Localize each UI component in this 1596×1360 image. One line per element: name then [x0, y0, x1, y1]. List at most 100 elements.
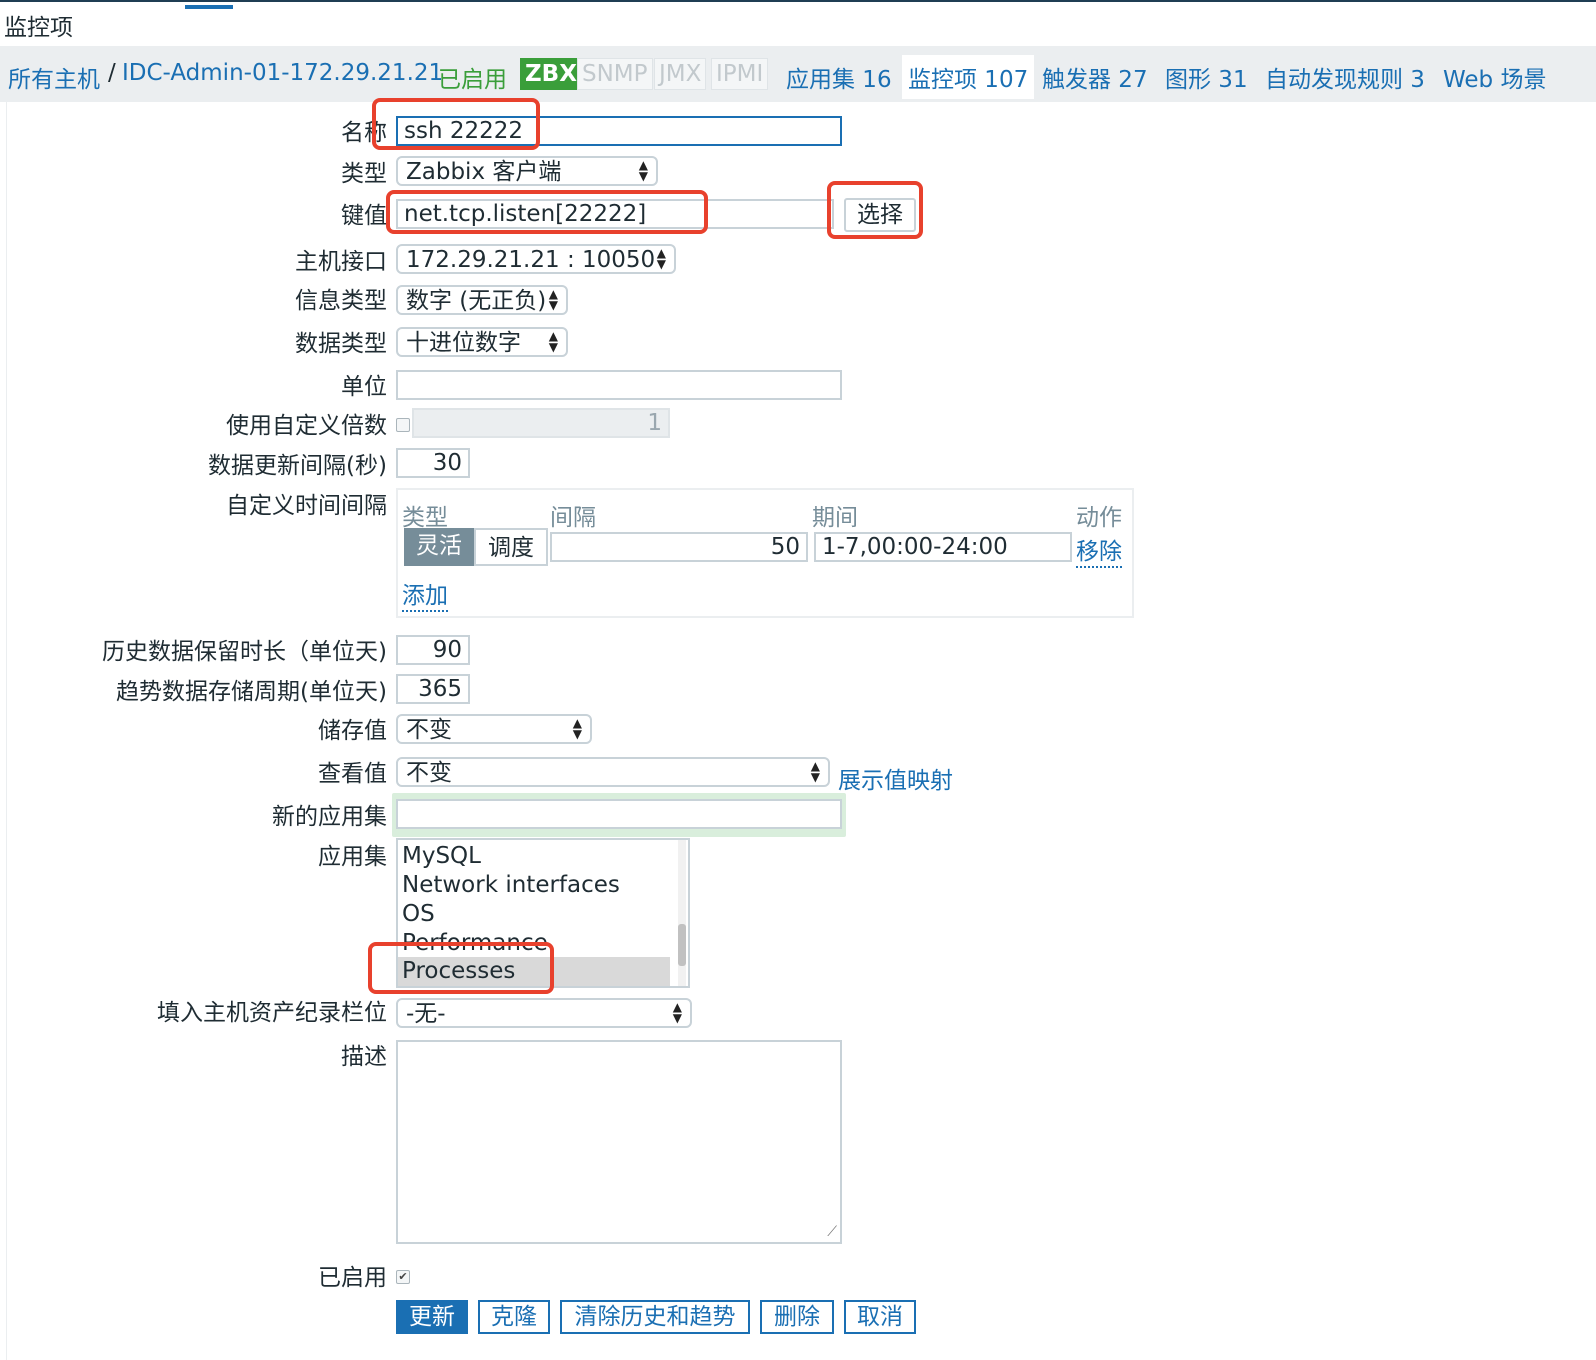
- col-type-header: 类型: [402, 505, 448, 531]
- update-interval-label: 数据更新间隔(秒): [208, 453, 387, 479]
- type-label: 类型: [341, 161, 387, 187]
- listbox-scroll-thumb[interactable]: [678, 924, 686, 966]
- key-label: 键值: [341, 203, 387, 229]
- select-arrows-icon: ▲▼: [572, 716, 582, 741]
- top-border: [0, 0, 1596, 2]
- type-select[interactable]: Zabbix 客户端 ▲▼: [396, 156, 658, 186]
- history-input[interactable]: 90: [396, 635, 470, 665]
- multiplier-label: 使用自定义倍数: [226, 413, 387, 439]
- select-arrows-icon: ▲▼: [810, 759, 820, 784]
- breadcrumb-host[interactable]: IDC-Admin-01-172.29.21.21: [122, 60, 444, 86]
- host-interface-select[interactable]: 172.29.21.21 : 10050 ▲▼: [396, 244, 676, 274]
- enabled-label: 已启用: [318, 1265, 387, 1291]
- availability-jmx-badge: JMX: [654, 58, 707, 90]
- data-type-select[interactable]: 十进位数字 ▲▼: [396, 327, 568, 357]
- scheduling-toggle[interactable]: 调度: [474, 528, 548, 566]
- availability-zbx-badge: ZBX: [520, 58, 582, 90]
- select-arrows-icon: ▲▼: [548, 329, 558, 354]
- show-value-label: 查看值: [318, 761, 387, 787]
- host-interface-value: 172.29.21.21 : 10050: [406, 247, 656, 273]
- tab-discovery-rules[interactable]: 自动发现规则 3: [1265, 67, 1425, 93]
- tab-triggers[interactable]: 触发器 27: [1042, 67, 1148, 93]
- custom-intervals-table: 类型 间隔 期间 动作 灵活 调度 50 1-7,00:00-24:00 移除 …: [396, 488, 1134, 618]
- applications-listbox[interactable]: MySQL Network interfaces OS Performance …: [396, 838, 690, 988]
- store-value-label: 储存值: [318, 718, 387, 744]
- annotation-box-select: [827, 181, 923, 239]
- new-application-label: 新的应用集: [272, 804, 387, 830]
- data-type-label: 数据类型: [295, 331, 387, 357]
- col-interval-header: 间隔: [550, 505, 596, 531]
- breadcrumb-all-hosts[interactable]: 所有主机: [8, 67, 100, 93]
- multiplier-checkbox[interactable]: [396, 418, 410, 432]
- history-label: 历史数据保留时长（单位天): [102, 639, 387, 665]
- tab-items[interactable]: 监控项 107: [902, 55, 1035, 99]
- tab-applications[interactable]: 应用集 16: [786, 67, 892, 93]
- units-label: 单位: [341, 374, 387, 400]
- name-label: 名称: [341, 120, 387, 146]
- availability-ipmi-badge: IPMI: [711, 58, 769, 90]
- type-select-value: Zabbix 客户端: [406, 159, 562, 185]
- resize-handle-icon[interactable]: ⟋: [827, 1224, 837, 1240]
- host-navigation-bar: 所有主机 / IDC-Admin-01-172.29.21.21 已启用 ZBX…: [0, 46, 1596, 102]
- trends-input[interactable]: 365: [396, 674, 470, 704]
- page-title: 监控项: [4, 15, 73, 41]
- multiplier-input: 1: [412, 408, 670, 438]
- tab-graphs[interactable]: 图形 31: [1165, 67, 1248, 93]
- select-key-button[interactable]: 选择: [844, 198, 916, 232]
- clone-button[interactable]: 克隆: [478, 1300, 550, 1334]
- inventory-field-label: 填入主机资产纪录栏位: [157, 1000, 387, 1026]
- annotation-box-key: [386, 190, 708, 234]
- host-interface-label: 主机接口: [295, 249, 387, 275]
- flex-interval-input[interactable]: 50: [550, 532, 808, 562]
- clear-history-button[interactable]: 清除历史和趋势: [560, 1300, 750, 1334]
- units-input[interactable]: [396, 370, 842, 400]
- select-arrows-icon: ▲▼: [548, 287, 558, 312]
- col-period-header: 期间: [812, 505, 858, 531]
- host-status[interactable]: 已启用: [438, 67, 507, 93]
- flex-period-input[interactable]: 1-7,00:00-24:00: [814, 532, 1072, 562]
- cancel-button[interactable]: 取消: [844, 1300, 916, 1334]
- store-value-value: 不变: [406, 717, 452, 743]
- inventory-field-value: -无-: [406, 1001, 446, 1027]
- application-option[interactable]: OS: [402, 901, 435, 927]
- custom-intervals-label: 自定义时间间隔: [226, 493, 387, 519]
- show-value-value: 不变: [406, 760, 452, 786]
- update-interval-input[interactable]: 30: [396, 448, 470, 478]
- trends-label: 趋势数据存储周期(单位天): [116, 679, 387, 705]
- new-application-input[interactable]: [396, 799, 842, 829]
- description-label: 描述: [341, 1044, 387, 1070]
- select-arrows-icon: ▲▼: [638, 158, 648, 183]
- applications-label: 应用集: [318, 844, 387, 870]
- availability-snmp-badge: SNMP: [577, 58, 653, 90]
- inventory-field-select[interactable]: -无- ▲▼: [396, 998, 692, 1028]
- key-input[interactable]: net.tcp.listen[22222]: [396, 199, 834, 229]
- select-arrows-icon: ▲▼: [656, 246, 666, 271]
- col-action-header: 动作: [1076, 505, 1122, 531]
- delete-button[interactable]: 删除: [760, 1300, 834, 1334]
- application-option[interactable]: MySQL: [402, 843, 481, 869]
- application-option-selected[interactable]: Processes: [398, 957, 670, 986]
- annotation-box-name: [372, 98, 540, 150]
- show-value-select[interactable]: 不变 ▲▼: [396, 757, 830, 787]
- update-button[interactable]: 更新: [396, 1300, 468, 1334]
- remove-interval-link[interactable]: 移除: [1076, 532, 1122, 568]
- listbox-scrollbar[interactable]: [678, 840, 686, 986]
- breadcrumb-separator: /: [108, 60, 116, 86]
- show-value-mappings-link[interactable]: 展示值映射: [838, 768, 953, 794]
- info-type-label: 信息类型: [295, 288, 387, 314]
- data-type-value: 十进位数字: [406, 330, 521, 356]
- name-input[interactable]: ssh 22222: [396, 116, 842, 146]
- tab-web-scenarios[interactable]: Web 场景: [1443, 67, 1547, 93]
- store-value-select[interactable]: 不变 ▲▼: [396, 714, 592, 744]
- info-type-select[interactable]: 数字 (无正负) ▲▼: [396, 285, 568, 315]
- item-form: [6, 102, 1596, 1360]
- add-interval-link[interactable]: 添加: [402, 576, 448, 612]
- check-icon: ✔: [398, 1270, 408, 1283]
- info-type-value: 数字 (无正负): [406, 288, 547, 314]
- menu-indicator: [185, 5, 233, 9]
- application-option[interactable]: Network interfaces: [402, 872, 620, 898]
- annotation-box-processes: [368, 942, 554, 994]
- description-textarea[interactable]: ⟋: [396, 1040, 842, 1244]
- enabled-checkbox[interactable]: ✔: [396, 1270, 410, 1284]
- flexible-toggle[interactable]: 灵活: [404, 528, 474, 566]
